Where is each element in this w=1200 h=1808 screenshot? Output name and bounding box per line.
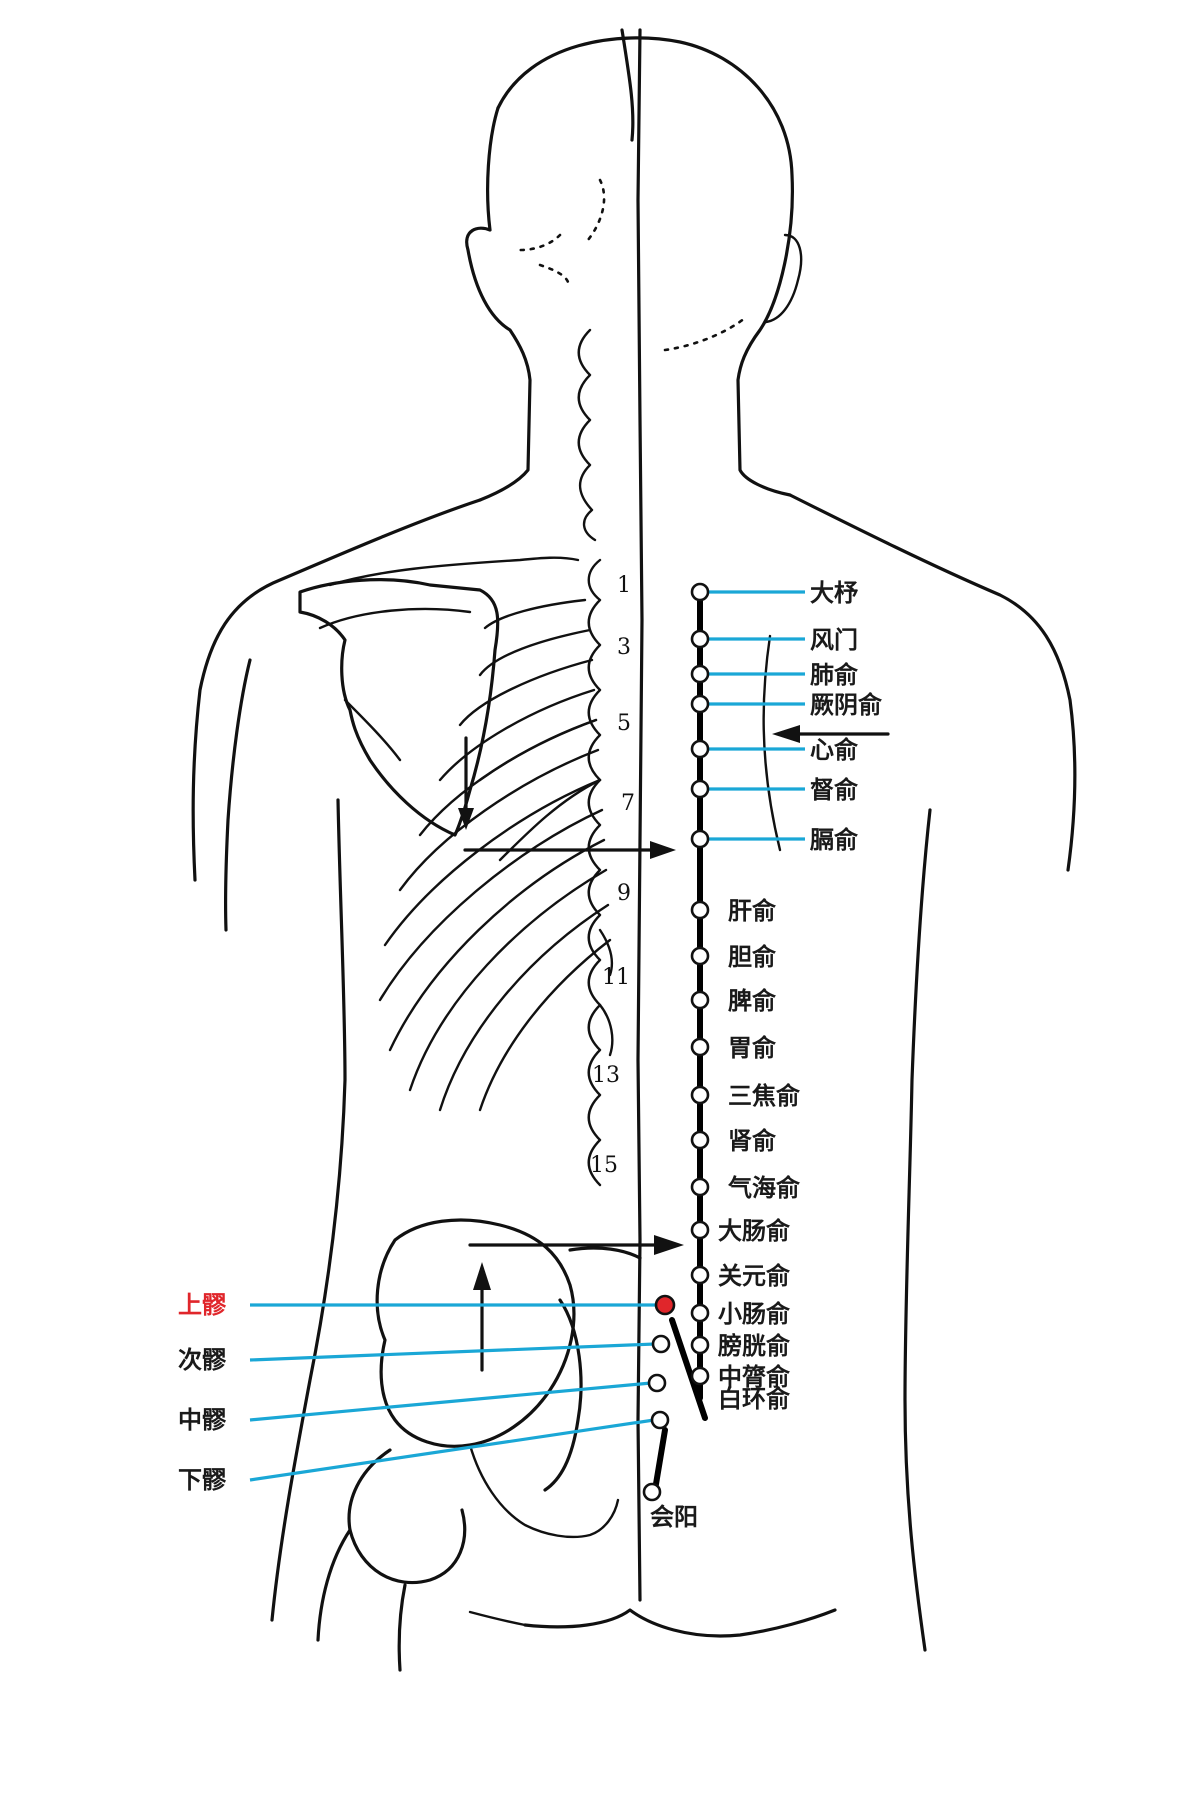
acupoint-label-大杼: 大杼 [810,579,859,607]
vertebra-number-13: 13 [592,1063,620,1088]
acupoint-label-厥阴俞: 厥阴俞 [810,691,883,719]
acupoint-label-小肠俞: 小肠俞 [718,1300,791,1328]
head-outline-left [465,106,532,502]
sacral-label-上髎: 上髎 [178,1291,226,1319]
acupoint-label-肺俞: 肺俞 [810,661,859,689]
vertebra-number-3: 3 [617,635,631,660]
lower-waist [468,1610,527,1627]
right-torso [903,808,932,1652]
acupoint-marker [690,779,710,799]
acupoint-marker [651,1334,671,1354]
acupoint-label-膈俞: 膈俞 [809,826,859,854]
highlighted-acupoint-marker [654,1294,676,1316]
left-arm-inner [224,658,252,932]
vertebra-number-1: 1 [617,573,631,598]
acupoint-marker [690,1130,710,1150]
acupoint-marker [690,900,710,920]
acupoint-label-脾俞: 脾俞 [728,987,777,1015]
occiput-dashes [663,316,747,352]
sacral-label-中髎: 中髎 [178,1406,226,1434]
left-scapula [298,578,500,837]
left-shoulder [191,498,482,882]
acupoint-label-三焦俞: 三焦俞 [728,1082,801,1110]
acupoint-label-layer: 大杼风门肺俞厥阴俞心俞督俞膈俞肝俞胆俞脾俞胃俞三焦俞肾俞气海俞大肠俞关元俞小肠俞… [178,579,883,1531]
leader-line-sacral [249,1342,656,1362]
right-shoulder [788,493,1077,872]
acupoint-label-bottom: 会阳 [650,1503,698,1531]
vertebra-number-5: 5 [617,711,631,736]
coccyx-meridian-line [652,1427,668,1493]
vertebra-number-11: 11 [602,965,630,990]
acupoint-marker [690,629,710,649]
right-ear [764,233,803,324]
acupoint-marker [690,739,710,759]
acupoint-label-胃俞: 胃俞 [728,1034,777,1062]
acupoint-label-白环俞: 白环俞 [718,1385,791,1413]
acupoint-marker [690,664,710,684]
sacral-label-次髎: 次髎 [178,1346,226,1374]
skull-midline [620,28,635,142]
acupoint-label-肾俞: 肾俞 [728,1127,777,1155]
spine [577,28,644,1602]
left-femur [316,1528,407,1672]
ribs [378,598,612,1112]
leader-line-layer [249,590,805,1482]
acupoint-marker [690,1037,710,1057]
sacral-label-下髎: 下髎 [178,1466,226,1494]
vertebra-number-9: 9 [617,881,631,906]
acupoint-marker [647,1373,667,1393]
scapula-spine [318,607,472,762]
sacrum [543,1246,642,1492]
pubic-outline [468,1443,620,1539]
vertebra-number-15: 15 [590,1153,618,1178]
acupoint-label-心俞: 心俞 [810,736,859,764]
buttock-line [523,1608,837,1638]
acupoint-marker-layer [642,582,710,1502]
acupoint-label-膀胱俞: 膀胱俞 [717,1332,791,1360]
hip-joint [347,1448,467,1585]
acupoint-marker [690,1220,710,1240]
sacral-meridian-line [669,1317,708,1421]
acupoint-label-大肠俞: 大肠俞 [718,1217,791,1245]
acupoint-marker [650,1410,670,1430]
acupoint-marker [690,1265,710,1285]
acupoint-marker [690,829,710,849]
acupoint-label-风门: 风门 [810,626,858,654]
acupoint-marker [690,1177,710,1197]
acupoint-label-胆俞: 胆俞 [728,943,777,971]
leader-line-sacral [249,1418,655,1482]
acupoint-marker [690,582,710,602]
guide-arrows [458,634,890,1372]
acupoint-label-关元俞: 关元俞 [718,1262,791,1290]
acupoint-label-肝俞: 肝俞 [728,897,777,925]
acupoint-marker [690,1085,710,1105]
acupoint-marker [690,694,710,714]
hair-dashes [518,178,606,284]
acupoint-marker [690,946,710,966]
acupoint-label-督俞: 督俞 [810,776,859,804]
acupoint-marker [690,1335,710,1355]
acupoint-label-气海俞: 气海俞 [727,1174,801,1202]
acupoint-marker [690,990,710,1010]
acupoint-marker [642,1482,662,1502]
left-torso [270,798,347,1622]
clavicle [328,556,580,587]
acupoint-marker [690,1303,710,1323]
leader-line-sacral [249,1381,652,1422]
acupoint-marker [690,1366,710,1386]
left-iliac [375,1218,576,1448]
acupoint-label-中膂俞: 中膂俞 [718,1363,791,1391]
head-outline [496,36,794,497]
vertebra-number-7: 7 [621,791,635,816]
